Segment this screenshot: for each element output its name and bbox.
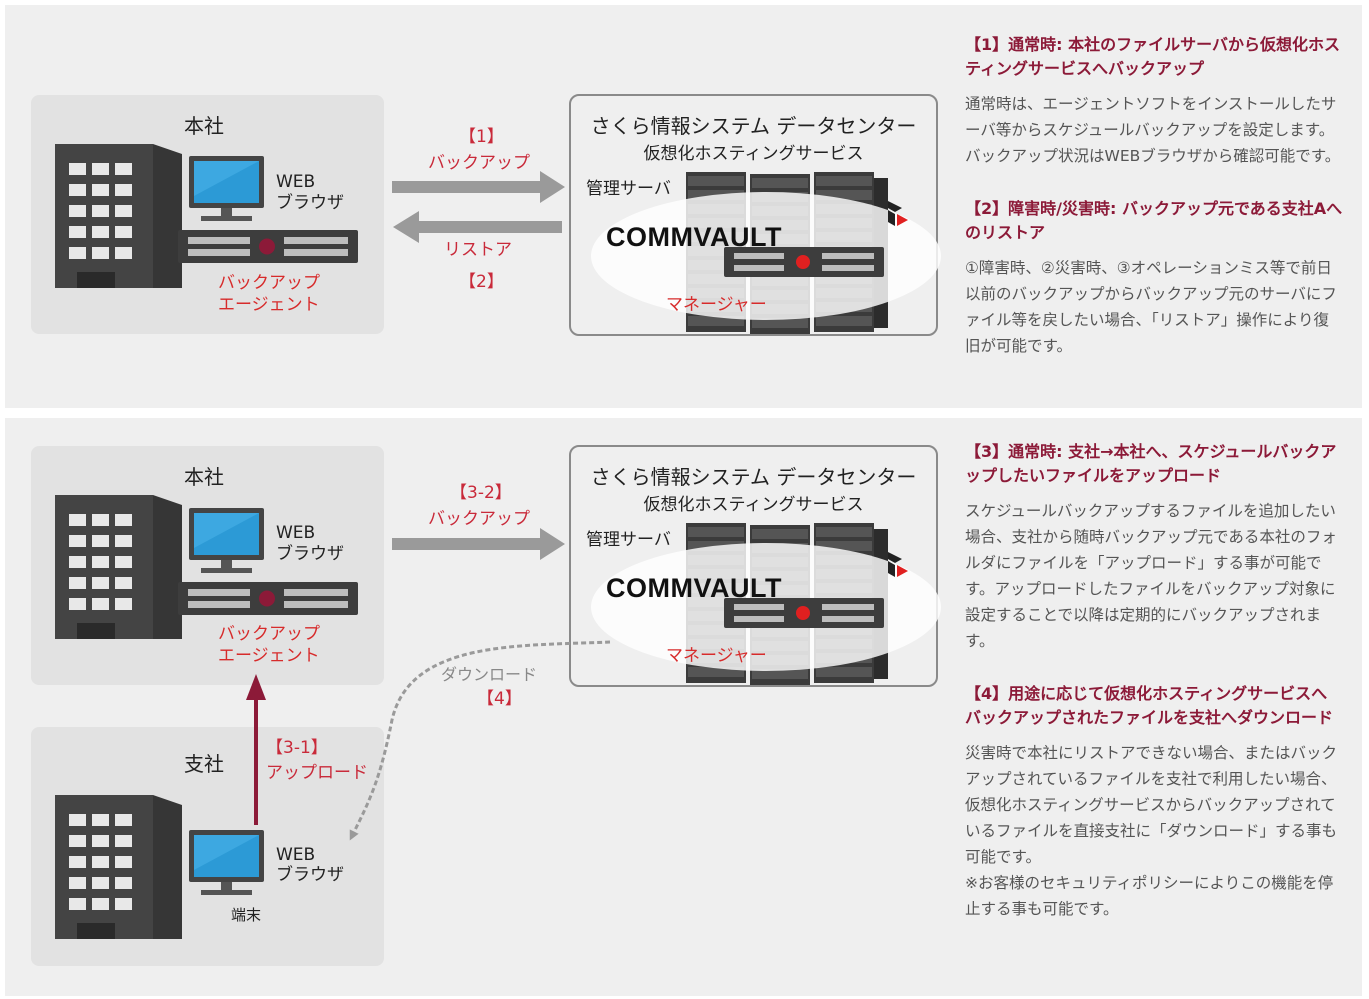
note-2-heading: 【2】障害時/災害時: バックアップ元である支社Aへのリストア [965,199,1343,242]
note-4-footnote: ※お客様のセキュリティポリシーによりこの機能を停止する事も可能です。 [965,874,1334,918]
note-2: 【2】障害時/災害時: バックアップ元である支社Aへのリストア ①障害時、②災害… [965,197,1343,359]
note-4-body: 災害時で本社にリストアできない場合、またはバックアップされているファイルを支社で… [965,744,1338,866]
backup-arrow-label: バックアップ [428,153,530,173]
headquarters-title: 本社 [184,114,224,138]
browser-label-2: ブラウザ [276,544,344,564]
note-4: 【4】用途に応じて仮想化ホスティングサービスへバックアップされたファイルを支社へ… [965,682,1343,922]
backup-arrow-2 [392,528,565,560]
note-3: 【3】通常時: 支社→本社へ、スケジュールバックアップしたいファイルをアップロー… [965,440,1343,654]
datacenter-title-2: さくら情報システム データセンター [590,465,917,489]
branch-title: 支社 [184,752,224,776]
manager-label: マネージャー [666,295,767,315]
branch-browser-label: ブラウザ [276,865,344,885]
download-arrow [349,640,611,841]
branch-web-label: WEB [276,845,316,865]
hq-building-icon-2 [55,495,182,639]
monitor-icon [189,156,264,221]
backup-agent-label-2: エージェント [218,295,320,315]
upload-step-number: 【3-1】 [266,738,328,758]
upload-arrow-label: アップロード [266,763,368,783]
monitor-icon-2 [189,508,264,573]
restore-step-number: 【2】 [459,272,504,292]
backup-arrow [392,171,565,203]
datacenter-title: さくら情報システム データセンター [590,114,917,138]
branch-building-icon [55,795,182,939]
agent-server-icon [178,230,358,263]
management-server-label: 管理サーバ [586,179,671,199]
restore-arrow [393,211,562,243]
note-2-body: ①障害時、②災害時、③オペレーションミス等で前日以前のバックアップからバックアッ… [965,259,1337,355]
backup-agent-label-1: バックアップ [218,273,320,293]
backup-step-number: 【1】 [459,127,504,147]
note-1-heading: 【1】通常時: 本社のファイルサーバから仮想化ホスティングサービスへバックアップ [965,35,1340,78]
web-label: WEB [276,172,316,192]
browser-label: ブラウザ [276,193,344,213]
note-4-heading: 【4】用途に応じて仮想化ホスティングサービスへバックアップされたファイルを支社へ… [965,684,1334,727]
download-step-number: 【4】 [477,689,522,709]
backup-step-number-2: 【3-2】 [450,483,512,503]
web-label-2: WEB [276,523,316,543]
commvault-logo-2: COMMVAULT [606,573,782,603]
backup-arrow-label-2: バックアップ [428,509,530,529]
terminal-label: 端末 [231,906,262,924]
headquarters-title-2: 本社 [184,465,224,489]
datacenter-subtitle-2: 仮想化ホスティングサービス [643,495,864,515]
download-label: ダウンロード [441,665,538,684]
notes-column-top: 【1】通常時: 本社のファイルサーバから仮想化ホスティングサービスへバックアップ… [965,33,1343,387]
note-3-heading: 【3】通常時: 支社→本社へ、スケジュールバックアップしたいファイルをアップロー… [965,442,1337,485]
backup-agent-label-2-1: バックアップ [218,624,320,644]
commvault-logo: COMMVAULT [606,222,782,252]
note-3-body: スケジュールバックアップするファイルを追加したい場合、支社から随時バックアップ元… [965,502,1337,650]
backup-agent-label-2-2: エージェント [218,646,320,666]
notes-column-bottom: 【3】通常時: 支社→本社へ、スケジュールバックアップしたいファイルをアップロー… [965,440,1343,950]
agent-server-icon-2 [178,582,358,615]
note-1: 【1】通常時: 本社のファイルサーバから仮想化ホスティングサービスへバックアップ… [965,33,1343,169]
management-server-label-2: 管理サーバ [586,530,671,550]
restore-arrow-label: リストア [444,240,512,260]
branch-monitor-icon [189,830,264,895]
datacenter-subtitle: 仮想化ホスティングサービス [643,144,864,164]
manager-label-2: マネージャー [666,646,767,666]
note-1-body: 通常時は、エージェントソフトをインストールしたサーバ等からスケジュールバックアッ… [965,95,1341,165]
hq-building-icon [55,144,182,288]
upload-arrow [246,674,266,825]
